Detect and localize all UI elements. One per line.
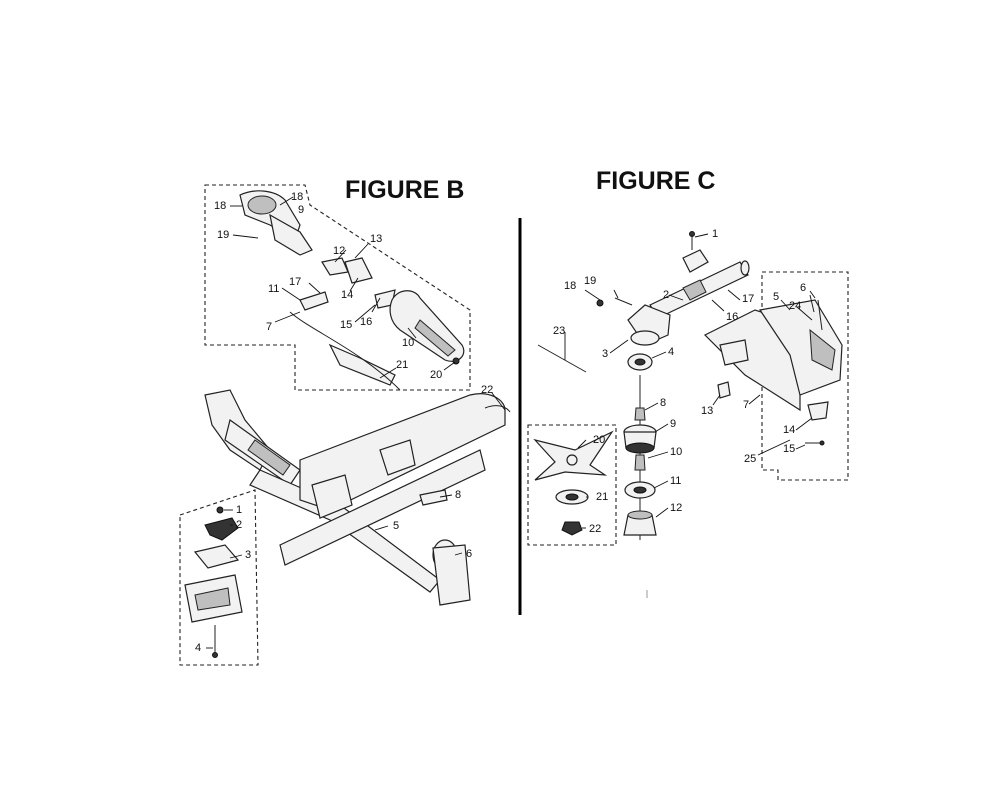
callout-c-2: 2 bbox=[663, 289, 669, 301]
callout-b-11: 11 bbox=[268, 283, 279, 295]
callout-c-14: 14 bbox=[783, 424, 795, 436]
trimmer-head-parts bbox=[623, 375, 657, 540]
callout-b-14: 14 bbox=[341, 289, 353, 301]
figure-b-title: FIGURE B bbox=[345, 176, 464, 204]
gear-head-and-shaft bbox=[537, 231, 750, 373]
guard-parts bbox=[703, 294, 843, 446]
guard-assembly-outline bbox=[761, 271, 849, 481]
callout-b-18a: 18 bbox=[214, 200, 226, 212]
callout-c-9: 9 bbox=[670, 418, 676, 430]
callout-c-5: 5 bbox=[773, 291, 779, 303]
callout-c-21: 21 bbox=[596, 491, 608, 503]
callout-c-3: 3 bbox=[602, 348, 608, 360]
callout-c-23: 23 bbox=[553, 325, 565, 337]
callout-c-19: 19 bbox=[584, 275, 596, 287]
callout-c-17: 17 bbox=[742, 293, 754, 305]
callout-c-13: 13 bbox=[701, 405, 713, 417]
trimmer-handle-and-shaft bbox=[204, 389, 511, 606]
callout-c-11: 11 bbox=[670, 475, 681, 487]
callout-b-2: 2 bbox=[236, 519, 242, 531]
callout-c-24: 24 bbox=[789, 300, 801, 312]
callout-b-10: 10 bbox=[402, 337, 414, 349]
figure-c-title: FIGURE C bbox=[596, 167, 715, 195]
clamp-assembly-outline bbox=[179, 489, 259, 666]
callout-b-5: 5 bbox=[393, 520, 399, 532]
callout-b-1: 1 bbox=[236, 504, 242, 516]
callout-b-13: 13 bbox=[370, 233, 382, 245]
figure-c-callouts: 1 2 3 4 5 6 7 8 9 10 11 12 13 14 15 16 1… bbox=[553, 228, 806, 535]
callout-b-20: 20 bbox=[430, 369, 442, 381]
callout-c-8: 8 bbox=[660, 397, 666, 409]
handle-assembly-outline bbox=[204, 184, 471, 391]
callout-c-16: 16 bbox=[726, 311, 738, 323]
blade-assembly-outline bbox=[527, 424, 617, 546]
clamp-exploded-parts bbox=[184, 506, 243, 658]
callout-b-15: 15 bbox=[340, 319, 352, 331]
figure-b: FIGURE B bbox=[179, 176, 511, 666]
callout-c-20: 20 bbox=[593, 434, 605, 446]
callout-b-8: 8 bbox=[455, 489, 461, 501]
callout-b-21: 21 bbox=[396, 359, 408, 371]
callout-c-25: 25 bbox=[744, 453, 756, 465]
callout-b-7: 7 bbox=[266, 321, 272, 333]
handle-exploded-parts bbox=[239, 190, 465, 391]
callout-b-18b: 18 bbox=[291, 191, 303, 203]
callout-b-17: 17 bbox=[289, 276, 301, 288]
figure-b-leaders bbox=[206, 196, 506, 649]
callout-c-7: 7 bbox=[743, 399, 749, 411]
callout-c-18: 18 bbox=[564, 280, 576, 292]
callout-c-4: 4 bbox=[668, 346, 674, 358]
callout-b-6: 6 bbox=[466, 548, 472, 560]
callout-c-12: 12 bbox=[670, 502, 682, 514]
callout-b-4: 4 bbox=[195, 642, 201, 654]
callout-b-22: 22 bbox=[481, 384, 493, 396]
callout-c-22: 22 bbox=[589, 523, 601, 535]
callout-c-10: 10 bbox=[670, 446, 682, 458]
callout-b-16: 16 bbox=[360, 316, 372, 328]
callout-c-6: 6 bbox=[800, 282, 806, 294]
callout-b-3: 3 bbox=[245, 549, 251, 561]
callout-c-15: 15 bbox=[783, 443, 795, 455]
callout-b-12: 12 bbox=[333, 245, 345, 257]
figure-c: FIGURE C bbox=[527, 167, 849, 598]
callout-c-1: 1 bbox=[712, 228, 718, 240]
callout-b-9: 9 bbox=[298, 204, 304, 216]
figure-b-callouts: 18 18 9 19 12 13 14 17 11 7 15 16 10 20 … bbox=[195, 191, 493, 654]
figure-c-leaders bbox=[564, 233, 816, 529]
callout-b-19: 19 bbox=[217, 229, 229, 241]
blade-parts bbox=[533, 430, 614, 536]
